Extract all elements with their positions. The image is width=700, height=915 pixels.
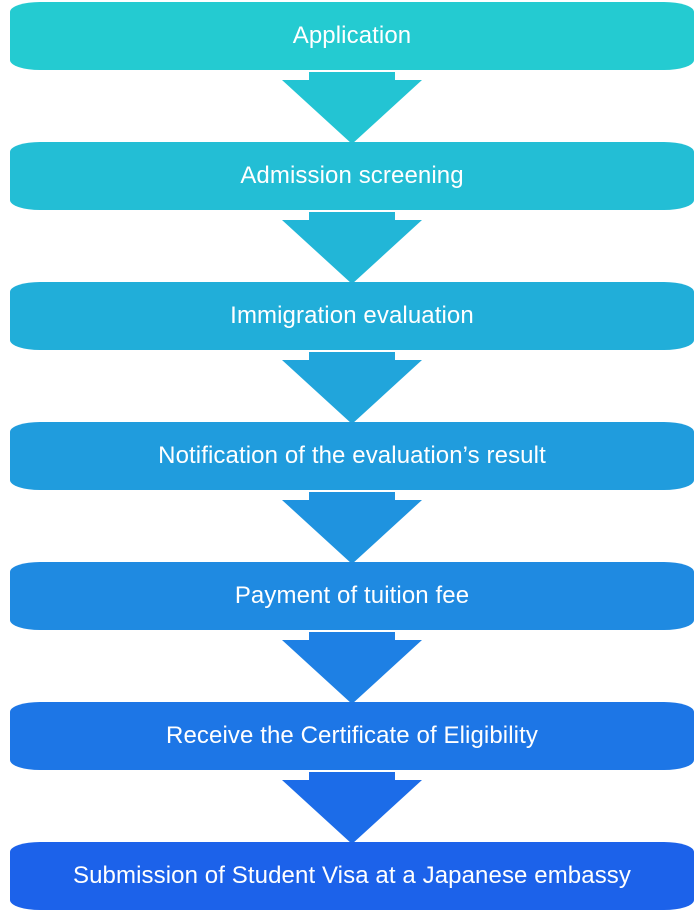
- arrow-down-icon: [282, 492, 422, 564]
- arrow-down-icon: [282, 212, 422, 284]
- step-application: Application: [10, 2, 694, 70]
- step-label: Receive the Certificate of Eligibility: [166, 722, 538, 749]
- step-payment-of-tuition-fee: Payment of tuition fee: [10, 562, 694, 630]
- arrow-down-icon: [282, 772, 422, 844]
- arrow-down-icon: [282, 632, 422, 704]
- step-label: Submission of Student Visa at a Japanese…: [72, 862, 632, 889]
- step-admission-screening: Admission screening: [10, 142, 694, 210]
- step-notification-of-result: Notification of the evaluation’s result: [10, 422, 694, 490]
- arrow-down-icon: [282, 72, 422, 144]
- step-submission-of-student-visa: Submission of Student Visa at a Japanese…: [10, 842, 694, 910]
- step-label: Payment of tuition fee: [234, 582, 470, 609]
- arrow-down-icon: [282, 352, 422, 424]
- step-label: Notification of the evaluation’s result: [158, 442, 546, 469]
- step-label: Immigration evaluation: [230, 302, 474, 329]
- step-receive-certificate: Receive the Certificate of Eligibility: [10, 702, 694, 770]
- step-label: Admission screening: [240, 162, 464, 189]
- step-label: Application: [292, 22, 412, 49]
- step-immigration-evaluation: Immigration evaluation: [10, 282, 694, 350]
